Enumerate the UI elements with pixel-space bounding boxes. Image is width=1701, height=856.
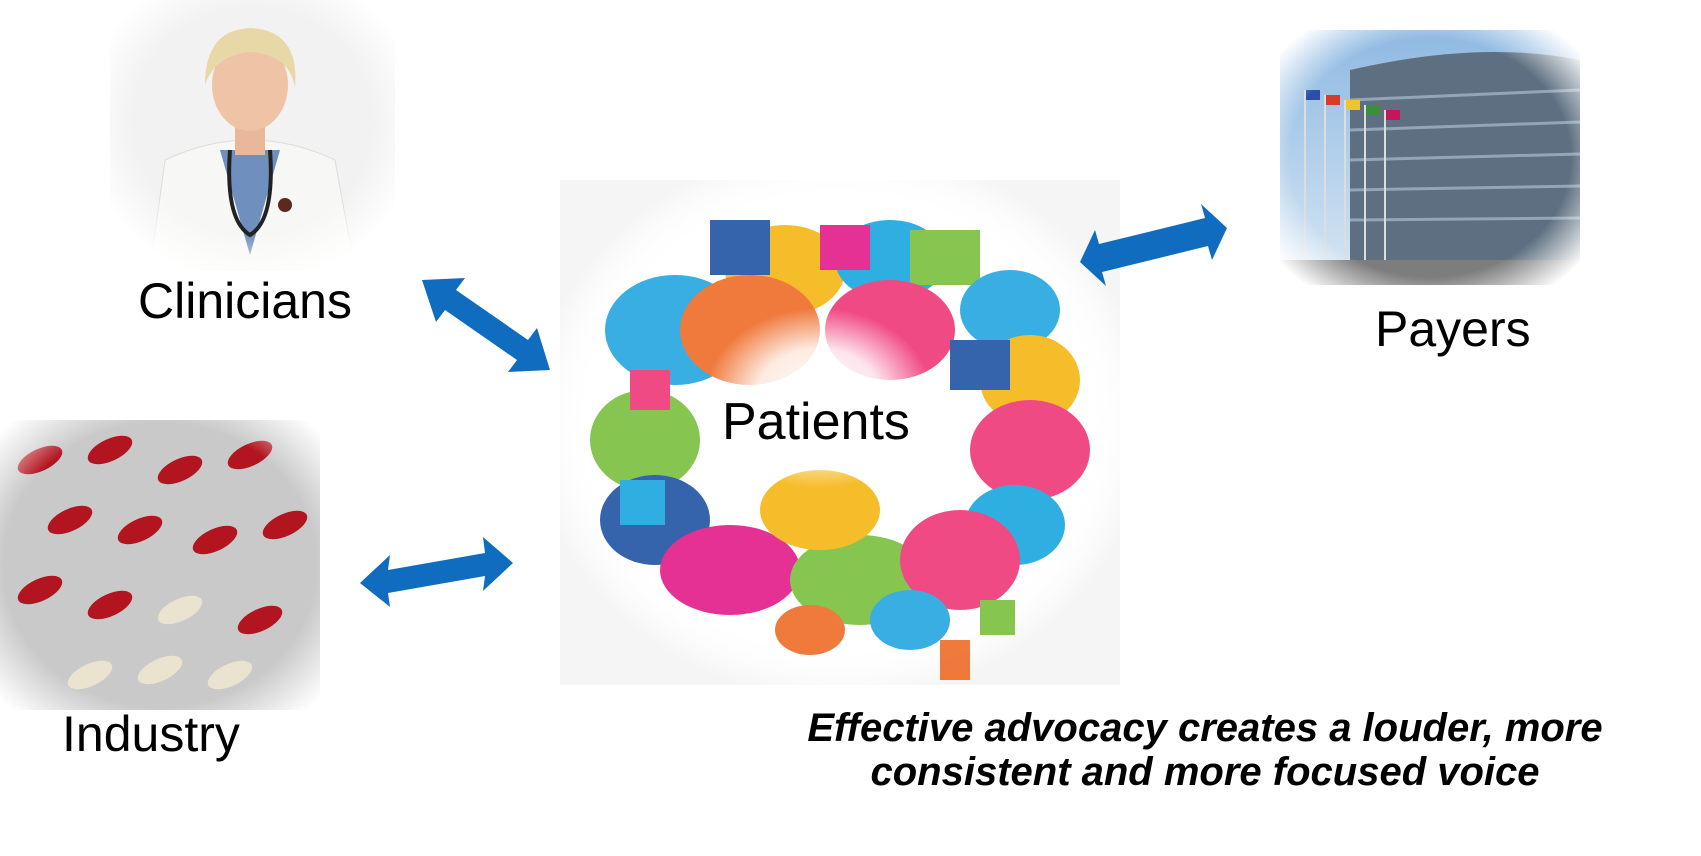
industry-arrow [360, 537, 513, 607]
tagline-line-1: Effective advocacy creates a louder, mor… [807, 706, 1603, 750]
clinicians-arrow [422, 278, 550, 372]
tagline: Effective advocacy creates a louder, mor… [630, 706, 1701, 794]
tagline-line-2: consistent and more focused voice [870, 750, 1540, 794]
clinicians-label: Clinicians [138, 273, 352, 329]
clinician-photo [110, 0, 395, 270]
speech-bubble-cloud [560, 180, 1120, 685]
industry-label: Industry [62, 706, 240, 762]
payers-label: Payers [1375, 301, 1531, 357]
payers-arrow [1080, 204, 1227, 286]
pills-photo [0, 420, 320, 710]
patients-label: Patients [722, 393, 910, 451]
parliament-photo [1280, 30, 1580, 285]
